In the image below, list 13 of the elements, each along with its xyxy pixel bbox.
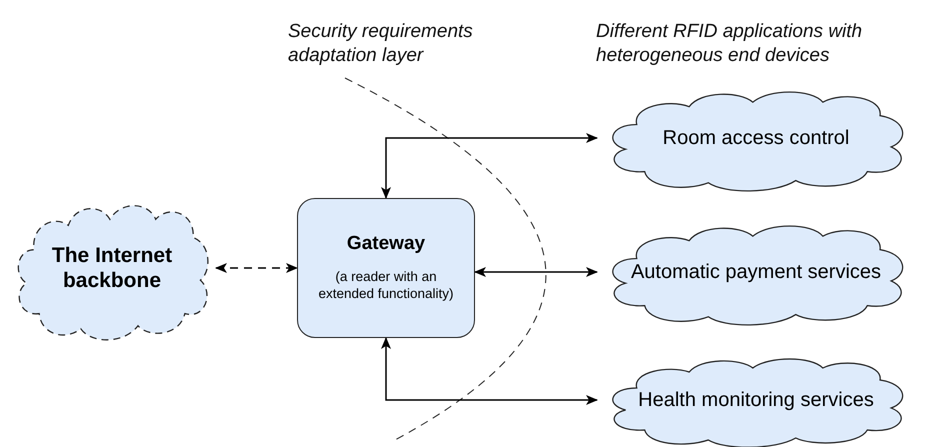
cloud-label: Health monitoring services xyxy=(638,388,874,412)
cloud-label: Automatic payment services xyxy=(630,260,882,284)
double-arrow xyxy=(381,133,598,199)
node-title: Gateway xyxy=(346,233,426,256)
gateway-box xyxy=(297,198,475,338)
annotation-text: Security requirements adaptation layer xyxy=(288,20,474,68)
node-description: (a reader with an extended functionality) xyxy=(317,269,455,303)
cloud-label: The Internet backbone xyxy=(50,242,174,294)
double-arrow xyxy=(381,337,598,405)
double-arrow xyxy=(215,263,298,273)
cloud-label: Room access control xyxy=(662,126,850,150)
annotation-text: Different RFID applications with heterogeneous end devices xyxy=(596,20,864,68)
double-arrow xyxy=(474,267,598,277)
